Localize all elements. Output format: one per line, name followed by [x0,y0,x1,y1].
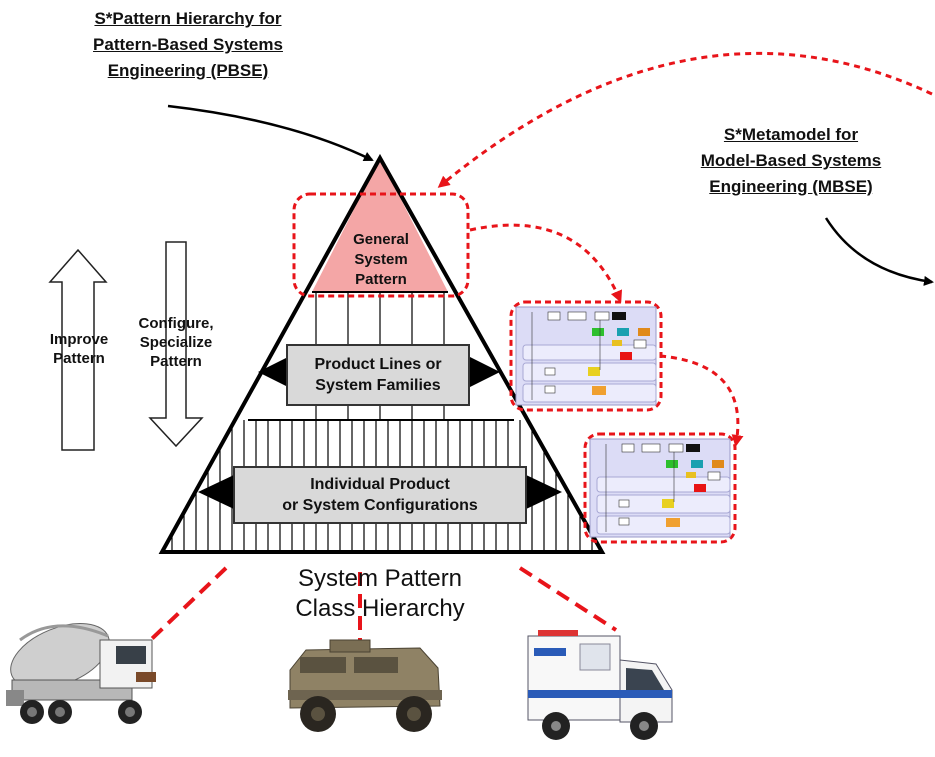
configure-label-line3: Pattern [150,353,202,370]
ambulance-image [527,630,673,740]
mbse-pointer-arrow [824,217,934,286]
pyramid-caption: System Pattern Class Hierarchy [250,564,510,624]
apex-label-line2: System [354,251,408,268]
mbse-heading-line1: S*Metamodel for [723,125,859,144]
system-model-thumbnail-1 [515,306,657,406]
pbse-heading: S*Pattern Hierarchy for Pattern-Based Sy… [64,6,312,84]
caption-line2: Class Hierarchy [295,595,465,622]
armored-vehicle-image [288,639,442,732]
bottom-double-arrow [198,474,562,510]
improve-up-arrow [48,248,108,451]
configure-label-line1: Configure, [138,315,214,332]
cement-mixer-truck-image [6,623,156,724]
configure-label-line2: Specialize [139,334,213,351]
mbse-heading: S*Metamodel for Model-Based Systems Engi… [656,122,926,200]
mbse-heading-line2: Model-Based Systems [700,151,882,170]
apex-to-model1-curve [469,223,622,303]
apex-highlight-box [292,192,470,298]
product-lines-line1: Product Lines or [314,356,442,373]
configurations-line1: Individual Product [310,476,450,493]
pyramid-apex-fill [312,158,448,292]
link-to-ambulance [518,566,618,632]
configurations-line2: or System Configurations [282,497,478,514]
model2-highlight-box [583,432,737,544]
pbse-pointer-arrow [167,104,374,162]
pbse-heading-line2: Pattern-Based Systems [93,35,283,54]
pbse-heading-line1: S*Pattern Hierarchy for [94,9,282,28]
pyramid-outline [158,153,606,554]
mbse-heading-line3: Engineering (MBSE) [709,177,873,196]
improve-pattern-label: Improve Pattern [36,330,122,368]
system-model-thumbnail-2 [589,438,731,538]
model1-to-model2-curve [659,354,744,447]
configure-pattern-label: Configure, Specialize Pattern [126,314,226,371]
metamodel-to-apex-curve [437,52,933,188]
configure-down-arrow [148,241,204,448]
improve-label-line1: Improve [49,331,109,348]
caption-line1: System Pattern [297,565,463,592]
apex-label-line3: Pattern [355,271,407,288]
general-system-pattern-label: General System Pattern [326,230,436,290]
pbse-heading-line3: Engineering (PBSE) [107,61,269,80]
middle-double-arrow [258,356,500,388]
product-lines-box: Product Lines or System Families [286,344,470,406]
apex-label-line1: General [353,231,409,248]
product-lines-line2: System Families [315,377,441,394]
model1-highlight-box [509,300,663,412]
individual-configurations-box: Individual Product or System Configurati… [233,466,527,524]
link-to-mixer [136,566,228,654]
improve-label-line2: Pattern [53,350,105,367]
